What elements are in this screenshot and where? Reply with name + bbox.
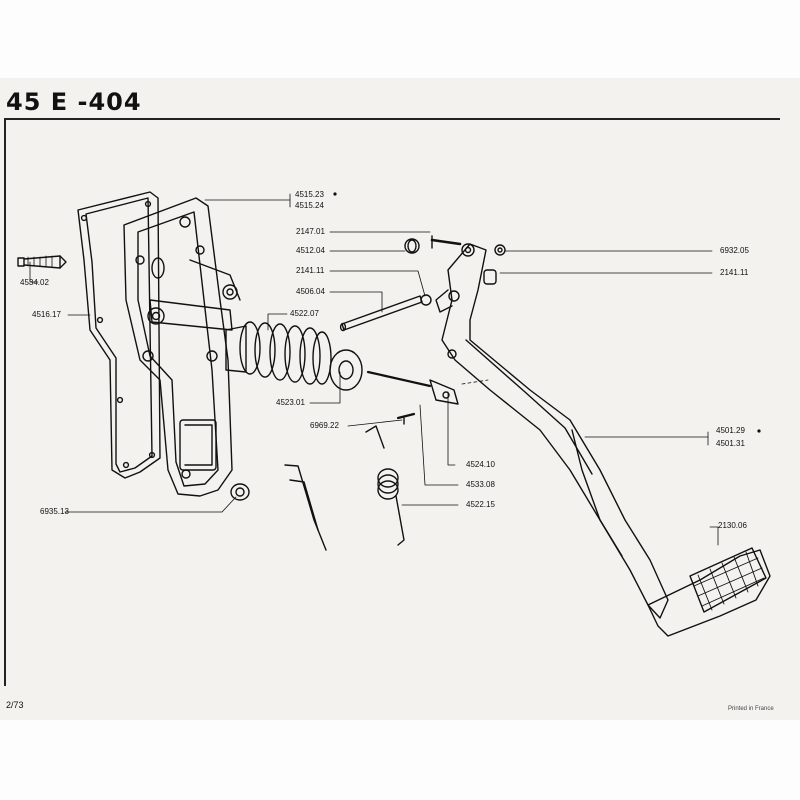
label-6935-13: 6935.13 [40, 507, 69, 516]
pedal-pad-2130-06 [647, 547, 771, 637]
label-4512-04: 4512.04 [296, 246, 325, 255]
label-4516-17: 4516.17 [32, 310, 61, 319]
label-4533-08: 4533.08 [466, 480, 495, 489]
label-4515-23: 4515.23 [295, 190, 324, 199]
label-4501-31: 4501.31 [716, 439, 745, 448]
label-4534-02: 4534.02 [20, 278, 49, 287]
spring-4522-07 [225, 321, 332, 385]
cup-4523-01 [329, 349, 363, 391]
label-6932-05: 6932.05 [720, 246, 749, 255]
label-2141-11-left: 2141.11 [296, 266, 325, 275]
label-4515-24: 4515.24 [295, 201, 324, 210]
label-4523-01: 4523.01 [276, 398, 305, 407]
page-title: 45 E -404 [6, 88, 142, 116]
pedal-arm-4501 [435, 243, 669, 619]
gasket-4516-17 [77, 191, 161, 479]
label-2130-06: 2130.06 [718, 521, 747, 530]
left-rule [4, 118, 6, 686]
asterisk-marker-4501-29 [757, 429, 761, 433]
bolt-4534-02 [17, 255, 67, 269]
printed-note: Printed in France [728, 706, 774, 712]
label-4506-04: 4506.04 [296, 287, 325, 296]
nut-6935-13 [230, 483, 250, 501]
top-rule [4, 118, 780, 120]
drawing-sheet [0, 78, 800, 720]
label-4501-29: 4501.29 [716, 426, 745, 435]
leader-lines [29, 193, 719, 546]
pushrod-4506-04 [339, 295, 423, 332]
return-spring [365, 425, 405, 546]
label-4524-10: 4524.10 [466, 460, 495, 469]
label-4522-07: 4522.07 [290, 309, 319, 318]
label-4522-15: 4522.15 [466, 500, 495, 509]
fasteners-top [404, 235, 506, 306]
label-2147-01: 2147.01 [296, 227, 325, 236]
asterisk-marker-4515-23 [333, 192, 337, 196]
label-6969-22: 6969.22 [310, 421, 339, 430]
label-2141-11-right: 2141.11 [720, 268, 749, 277]
detached-lever [284, 464, 327, 551]
page-number: 2/73 [6, 700, 24, 710]
clevis-rod [366, 370, 489, 425]
bracket-4515 [123, 197, 241, 497]
